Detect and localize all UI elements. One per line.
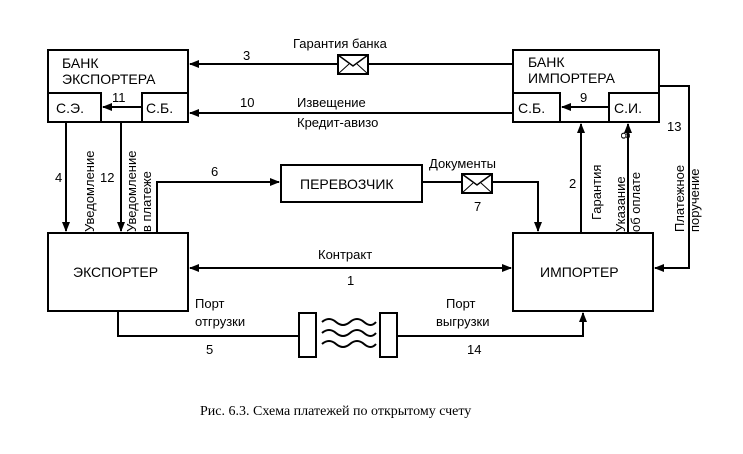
bank-importer-sb-label: С.Б. [518,100,545,116]
bank-importer-line2: ИМПОРТЕРА [528,70,616,86]
flow-3-number: 3 [243,48,250,63]
bank-exporter-se-label: С.Э. [56,100,84,116]
flow-10-label-line1: Извещение [297,95,366,110]
exporter-label: ЭКСПОРТЕР [73,264,158,280]
sea-shipping-icon [298,312,398,358]
flow-5-label-line1: Порт [195,296,225,311]
flow-1-number: 1 [347,273,354,288]
bank-exporter-sb-label: С.Б. [146,100,173,116]
flow-13-label-line2: поручение [687,168,702,232]
flow-12-number: 12 [100,170,114,185]
flow-10-notice: 10 Извещение Кредит-авизо [189,95,513,130]
bank-exporter-box: БАНК ЭКСПОРТЕРА С.Э. С.Б. [47,49,189,123]
flow-12-payment-notification: 12 Уведомление в платеже [100,122,154,232]
flow-13-number: 13 [667,119,681,134]
flow-8-number: 8 [618,132,633,139]
flow-3-bank-guarantee: 3 Гарантия банка [189,36,513,75]
flow-1-contract: Контракт 1 [189,247,512,288]
flow-9-number: 9 [580,90,587,105]
flow-13-payment-order: 13 Платежное поручение [654,85,702,272]
flow-14-port-of-discharge: Порт выгрузки 14 [397,296,587,357]
importer-label: ИМПОРТЕР [540,264,619,280]
carrier-label: ПЕРЕВОЗЧИК [300,176,394,192]
flow-7-number: 7 [474,199,481,214]
flow-10-number: 10 [240,95,254,110]
flow-8-label-line2: об оплате [628,172,643,232]
flow-5-label-line2: отгрузки [195,314,245,329]
flow-10-label-line2: Кредит-авизо [297,115,378,130]
flow-2-guarantee: 2 Гарантия [569,123,604,233]
bank-importer-box: БАНК ИМПОРТЕРА С.Б. С.И. [512,49,660,123]
importer-box: ИМПОРТЕР [512,232,654,312]
bank-importer-si-label: С.И. [614,100,642,116]
envelope-icon [337,54,369,75]
figure-caption: Рис. 6.3. Схема платежей по открытому сч… [200,404,471,419]
exporter-box: ЭКСПОРТЕР [47,232,189,312]
bank-importer-line1: БАНК [528,54,565,70]
flow-2-number: 2 [569,176,576,191]
flow-11: 11 [102,90,142,111]
flow-6-number: 6 [211,164,218,179]
flow-12-label-line2: в платеже [139,171,154,232]
flow-13-label-line1: Платежное [672,165,687,232]
flow-1-label: Контракт [318,247,372,262]
flow-5-port-of-loading: Порт отгрузки 5 [117,296,298,357]
flow-4-notification: 4 Уведомление [55,122,97,232]
bank-exporter-line1: БАНК [62,55,99,71]
flow-8-payment-instruction: 8 Указание об оплате [613,123,643,233]
bank-exporter-line2: ЭКСПОРТЕРА [62,71,156,87]
flow-8-label-line1: Указание [613,176,628,232]
flow-5-number: 5 [206,342,213,357]
flow-3-label: Гарантия банка [293,36,388,51]
flow-14-number: 14 [467,342,481,357]
flow-9: 9 [561,90,609,111]
flow-14-label-line2: выгрузки [436,314,490,329]
flow-12-label-line1: Уведомление [124,151,139,232]
flow-11-number: 11 [112,90,126,105]
flow-7-documents: Документы 7 [422,156,542,232]
envelope-icon [461,173,493,194]
flow-7-label: Документы [429,156,496,171]
flow-4-number: 4 [55,170,62,185]
flow-4-label: Уведомление [82,151,97,232]
carrier-box: ПЕРЕВОЗЧИК [280,164,423,203]
flow-6-to-carrier: 6 [156,164,280,233]
flow-2-label: Гарантия [589,165,604,220]
flow-14-label-line1: Порт [446,296,476,311]
